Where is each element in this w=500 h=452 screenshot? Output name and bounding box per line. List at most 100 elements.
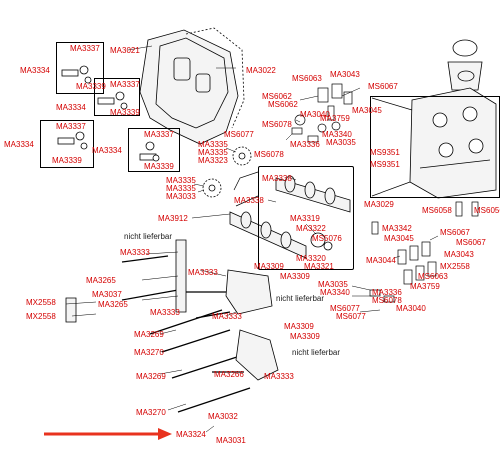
part-label: MA3323 bbox=[198, 156, 228, 165]
part-label: MA3334 bbox=[4, 140, 34, 149]
part-label: MS6078 bbox=[254, 150, 284, 159]
part-label: MS9351 bbox=[370, 160, 400, 169]
part-label: MX2558 bbox=[26, 312, 56, 321]
part-label: MA3335 bbox=[166, 184, 196, 193]
part-label: MA3319 bbox=[290, 214, 320, 223]
part-label: MS6078 bbox=[372, 296, 402, 305]
part-label: MA3333 bbox=[264, 372, 294, 381]
part-label: MA3333 bbox=[120, 248, 150, 257]
part-label: MS6067 bbox=[440, 228, 470, 237]
note-not-available: nicht lieferbar bbox=[124, 232, 173, 241]
part-label: MS6077 bbox=[336, 312, 366, 321]
part-label: MS6067 bbox=[368, 82, 398, 91]
part-label: MA3270 bbox=[134, 348, 164, 357]
valve-springs bbox=[369, 201, 479, 303]
part-label: MS6063 bbox=[418, 272, 448, 281]
callout-box-1 bbox=[56, 42, 104, 94]
part-label: MA3031 bbox=[216, 436, 246, 445]
part-label: MA3337 bbox=[70, 44, 100, 53]
part-label: MS6062 bbox=[268, 100, 298, 109]
part-label: MA3339 bbox=[52, 156, 82, 165]
part-label: MA3321 bbox=[304, 262, 334, 271]
part-label: MS5076 bbox=[312, 234, 342, 243]
part-label: MA3045 bbox=[384, 234, 414, 243]
part-label: MA3035 bbox=[326, 138, 356, 147]
part-label: MA3338 bbox=[234, 196, 264, 205]
rocker-parts bbox=[291, 83, 353, 143]
part-label: MA3324 bbox=[176, 430, 206, 439]
part-label: MA3338 bbox=[262, 174, 292, 183]
part-label: MA3309 bbox=[280, 272, 310, 281]
valve-cover bbox=[139, 27, 245, 145]
part-label: MA3269 bbox=[136, 372, 166, 381]
part-label: MA3912 bbox=[158, 214, 188, 223]
part-label: MA3309 bbox=[254, 262, 284, 271]
part-label: MA3337 bbox=[144, 130, 174, 139]
part-label: MA3339 bbox=[110, 108, 140, 117]
part-label: MS6063 bbox=[292, 74, 322, 83]
callout-box-3 bbox=[40, 120, 94, 168]
part-label: MA3333 bbox=[212, 312, 242, 321]
part-label: MA3021 bbox=[110, 46, 140, 55]
cam-gear bbox=[202, 146, 252, 198]
part-label: MA3022 bbox=[246, 66, 276, 75]
part-label: MA3045 bbox=[352, 106, 382, 115]
part-label: MA3043 bbox=[444, 250, 474, 259]
part-label: MA3270 bbox=[136, 408, 166, 417]
part-label: MA3336 bbox=[372, 288, 402, 297]
part-label: MA3033 bbox=[166, 192, 196, 201]
part-label: MA3040 bbox=[396, 304, 426, 313]
callout-box-2 bbox=[94, 78, 140, 116]
part-label: MA3335 bbox=[166, 176, 196, 185]
part-label: MA3339 bbox=[76, 82, 106, 91]
part-label: MA3339 bbox=[144, 162, 174, 171]
part-label: MA3320 bbox=[296, 254, 326, 263]
camshaft-callout-box bbox=[258, 166, 354, 270]
leader-lines bbox=[65, 45, 439, 433]
part-label: MA3333 bbox=[188, 268, 218, 277]
part-label: MA3759 bbox=[320, 114, 350, 123]
part-label: MA3759 bbox=[410, 282, 440, 291]
part-label: MA3043 bbox=[330, 70, 360, 79]
part-label: MA3333 bbox=[150, 308, 180, 317]
part-label: MA3336 bbox=[290, 140, 320, 149]
part-label: MA3044 bbox=[366, 256, 396, 265]
part-label: MA3342 bbox=[382, 224, 412, 233]
part-label: MX2558 bbox=[26, 298, 56, 307]
part-label: MS6077 bbox=[224, 130, 254, 139]
long-bolts bbox=[121, 255, 251, 413]
part-label: MA3269 bbox=[134, 330, 164, 339]
camshafts bbox=[229, 175, 351, 259]
part-label: MA3265 bbox=[86, 276, 116, 285]
part-label: MA3322 bbox=[296, 224, 326, 233]
part-label: MX2558 bbox=[440, 262, 470, 271]
part-label: MS6058 bbox=[422, 206, 452, 215]
part-label: MA3029 bbox=[364, 200, 394, 209]
gasket-ring bbox=[447, 39, 483, 91]
part-label: MS6067 bbox=[456, 238, 486, 247]
part-label: MS6062 bbox=[262, 92, 292, 101]
note-not-available: nicht lieferbar bbox=[276, 294, 325, 303]
note-not-available: nicht lieferbar bbox=[292, 348, 341, 357]
cylinder-head-detail-box bbox=[370, 96, 500, 198]
part-label: MA3340 bbox=[322, 130, 352, 139]
part-label: MA3337 bbox=[56, 122, 86, 131]
callout-box-4 bbox=[128, 128, 180, 172]
part-label: MA3309 bbox=[290, 332, 320, 341]
part-label: MA3309 bbox=[284, 322, 314, 331]
part-label: MA3265 bbox=[98, 300, 128, 309]
part-label: MS9351 bbox=[370, 148, 400, 157]
part-label: MA3037 bbox=[92, 290, 122, 299]
part-label: MA3266 bbox=[214, 370, 244, 379]
part-label: MA3032 bbox=[208, 412, 238, 421]
highlight-arrow bbox=[44, 428, 172, 440]
part-label: MA3335 bbox=[198, 148, 228, 157]
part-label: MA3334 bbox=[20, 66, 50, 75]
part-label: MA3334 bbox=[92, 146, 122, 155]
cover-bolts bbox=[57, 65, 160, 162]
cylinder-head bbox=[409, 87, 497, 199]
part-label: MA3035 bbox=[318, 280, 348, 289]
part-label: MA3335 bbox=[198, 140, 228, 149]
